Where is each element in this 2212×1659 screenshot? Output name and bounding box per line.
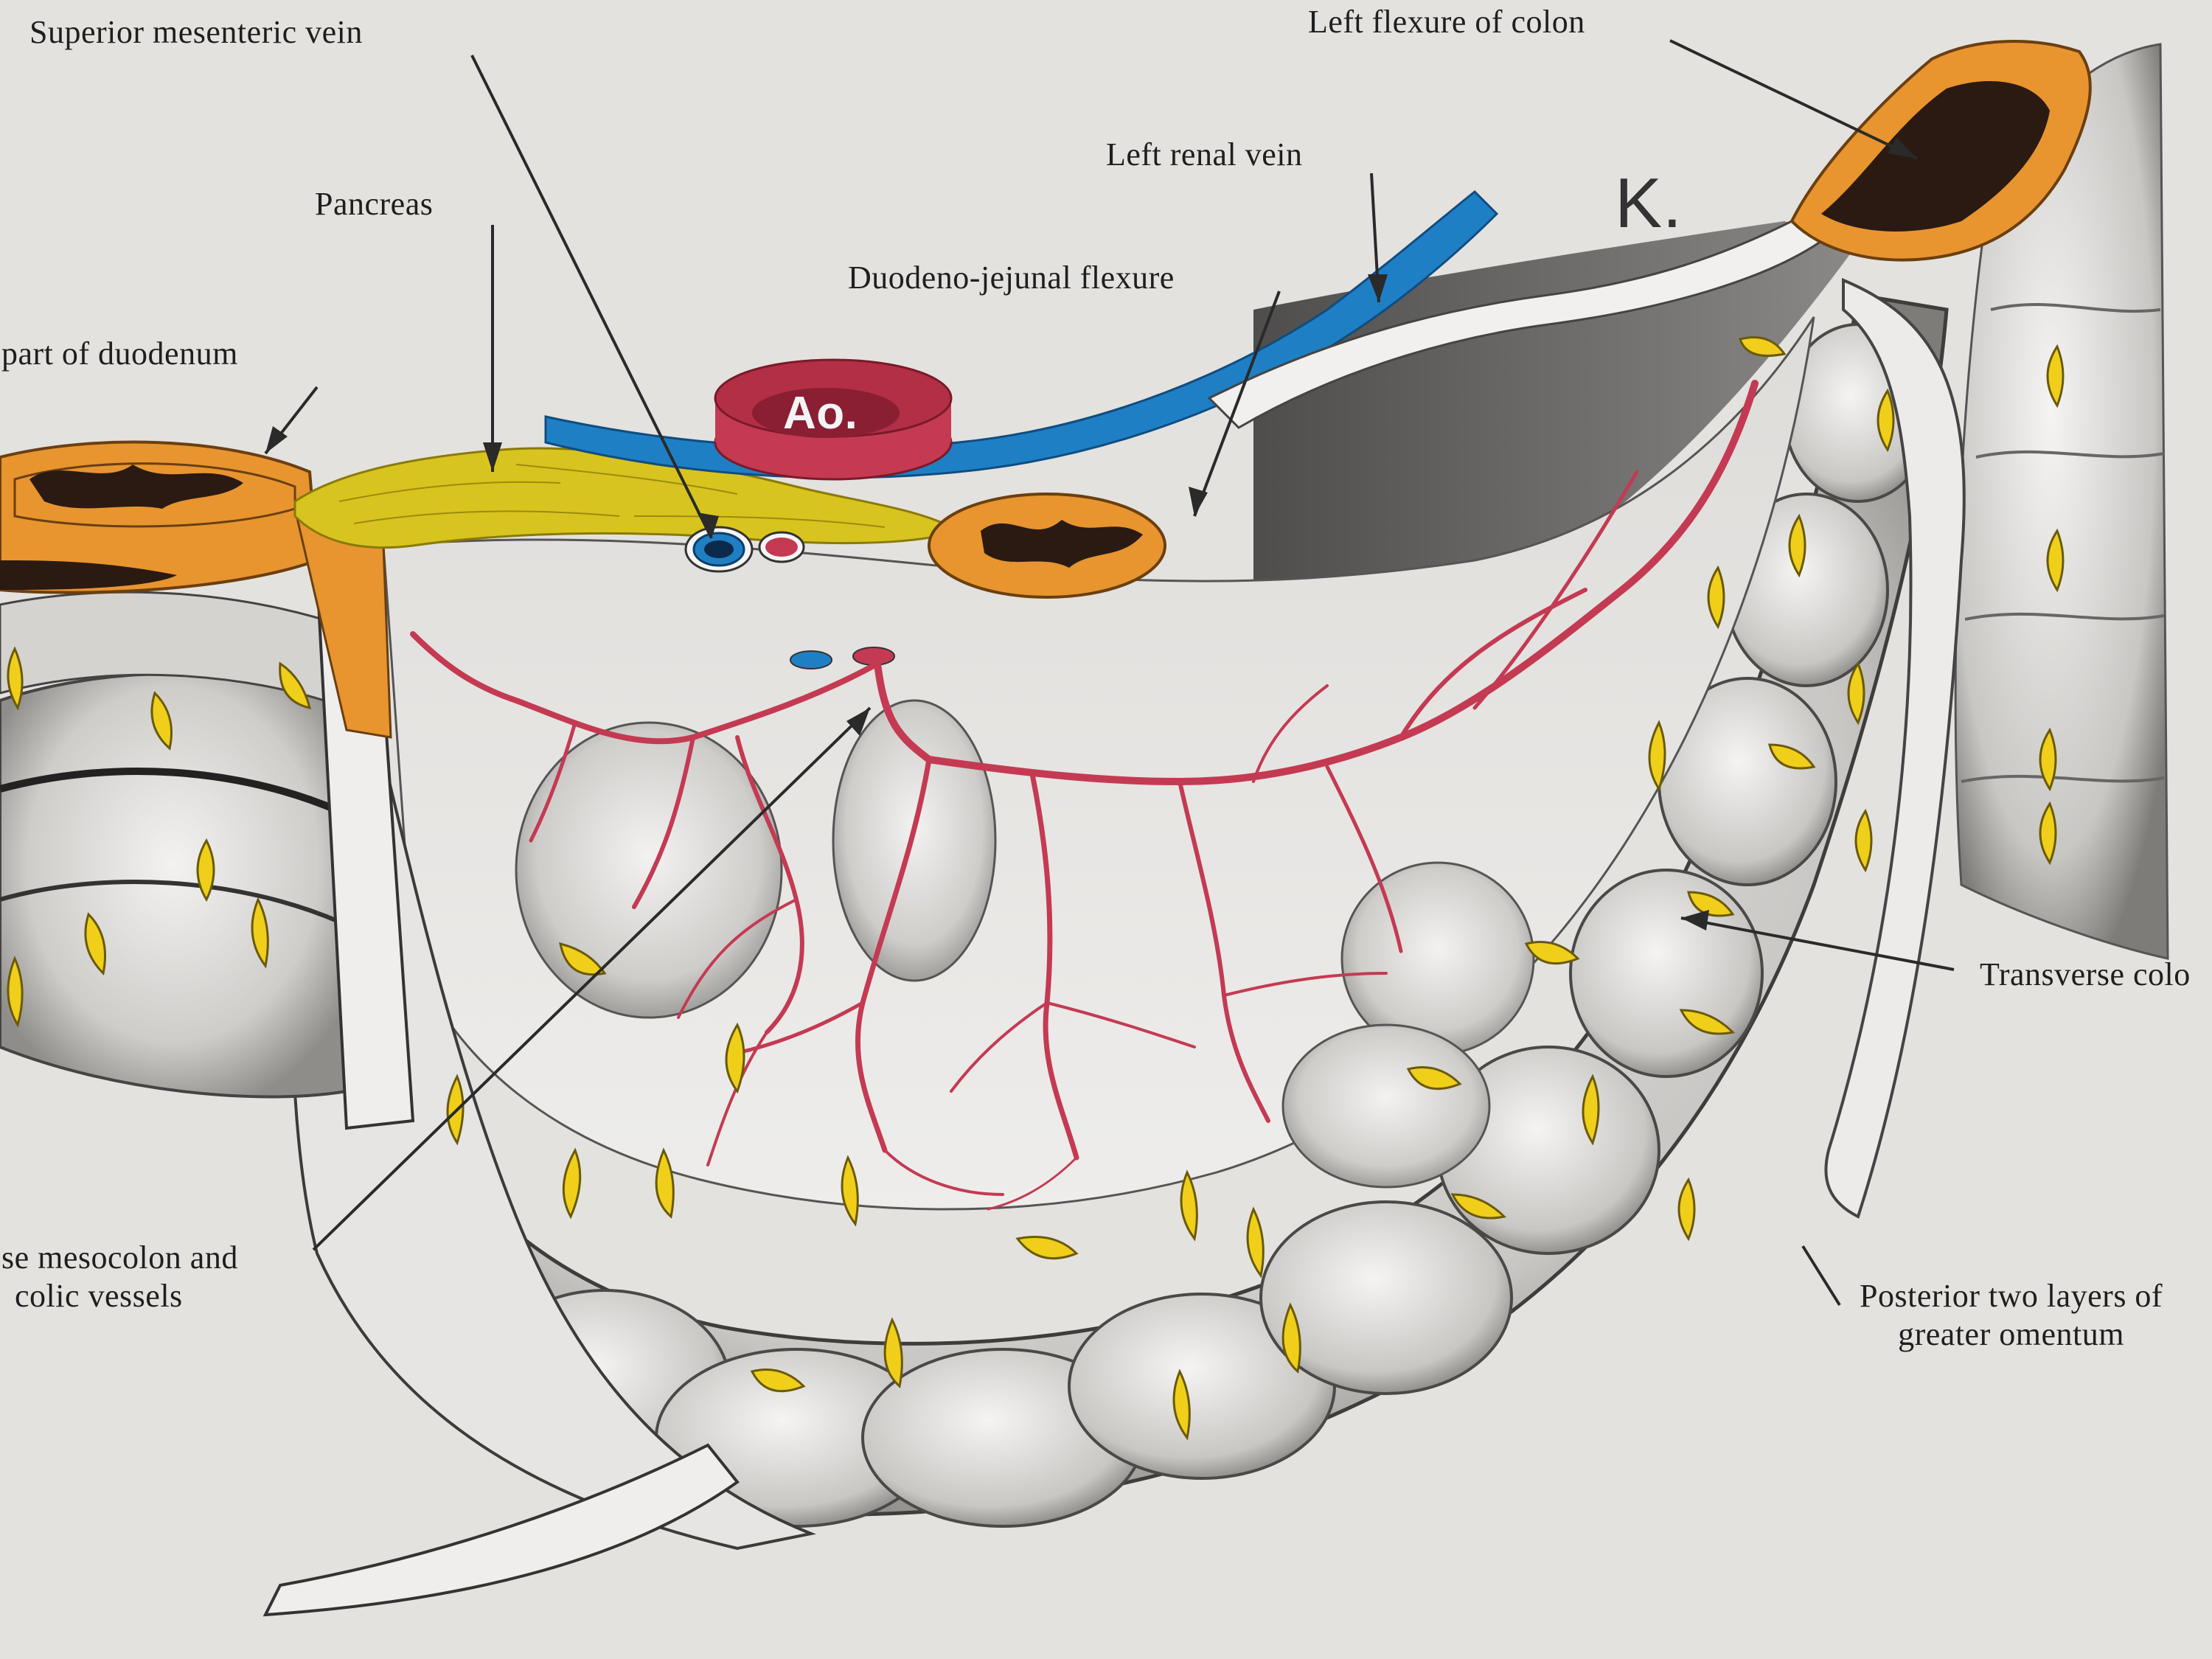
label-left-renal-vein: Left renal vein: [1106, 136, 1303, 173]
leader-mesocolon: [312, 706, 872, 1251]
label-aorta-marker: Ao.: [783, 388, 858, 439]
left-colic-flexure: [1790, 40, 2092, 262]
label-kidney-marker: K.: [1615, 164, 1683, 243]
label-duodeno-jejunal-flexure: Duodeno-jejunal flexure: [848, 260, 1175, 296]
aorta: [714, 358, 953, 481]
label-transverse-colon: Transverse colo: [1980, 956, 2191, 992]
label-pancreas: Pancreas: [315, 186, 434, 222]
pancreas-lobules: [338, 464, 886, 528]
label-superior-mesenteric-vein: Superior mesenteric vein: [29, 14, 363, 50]
lower-fold: [262, 1443, 740, 1617]
label-mesocolon-line2: colic vessels: [15, 1277, 183, 1314]
greater-omentum-layers: [1824, 277, 1966, 1219]
label-omentum-line2: greater omentum: [1898, 1315, 2124, 1352]
label-transverse-mesocolon: se mesocolon and colic vessels: [1, 1239, 238, 1315]
leader-omentum: [1801, 1245, 1841, 1307]
appendices-epiploicae: [7, 336, 2065, 1441]
left-intestine-loops: [0, 591, 348, 1099]
label-mesocolon-line1: se mesocolon and: [1, 1239, 238, 1276]
duodeno-jejunal-flexure: [928, 493, 1166, 599]
leader-duodeno-jejunal-flexure: [1193, 291, 1281, 517]
descending-colon: [1954, 43, 2169, 960]
superior-mesenteric-vessels: [684, 526, 805, 573]
leader-superior-mesenteric-vein: [470, 55, 713, 539]
leader-lines: [264, 39, 1955, 1307]
label-posterior-omentum: Posterior two layers of greater omentum: [1860, 1277, 2163, 1354]
leader-left-flexure: [1669, 39, 1918, 160]
label-left-flexure-of-colon: Left flexure of colon: [1308, 4, 1585, 40]
leader-transverse-colon: [1680, 917, 1955, 971]
middle-colic-vessels: [410, 380, 1759, 1211]
leader-arrowheads: [265, 137, 1917, 931]
label-omentum-line1: Posterior two layers of: [1860, 1278, 2163, 1314]
duodenum-section: [0, 440, 319, 594]
label-part-of-duodenum: part of duodenum: [1, 335, 238, 372]
